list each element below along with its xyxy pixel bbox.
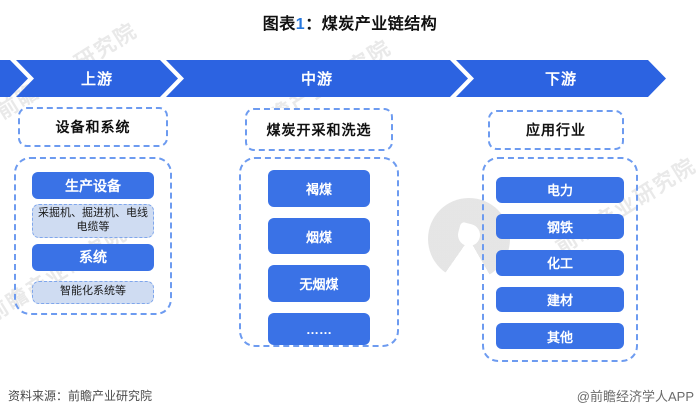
column-header-downstream: 应用行业 (488, 110, 624, 150)
item-production-equipment: 生产设备 (32, 172, 154, 199)
item-electric-power: 电力 (496, 177, 624, 203)
banner-segment-upstream: 上游 (16, 60, 178, 97)
title-rest: ：煤炭产业链结构 (305, 16, 438, 33)
item-lignite: 褐煤 (268, 170, 370, 207)
item-equipment-examples: 采掘机、掘进机、电线电缆等 (32, 204, 154, 238)
item-systems: 系统 (32, 243, 154, 271)
title-number: 1 (295, 16, 306, 33)
item-anthracite: 无烟煤 (268, 265, 370, 303)
credit-note: @前瞻经济学人APP (576, 389, 694, 404)
banner-label-upstream: 上游 (80, 71, 113, 88)
page-title: 图表1：煤炭产业链结构 (0, 10, 700, 34)
banner-segment-midstream: 中游 (166, 60, 468, 97)
item-other: 其他 (496, 323, 624, 349)
column-header-midstream: 煤炭开采和洗选 (245, 108, 393, 151)
item-building-materials: 建材 (496, 286, 624, 313)
banner-label-downstream: 下游 (544, 71, 577, 88)
source-note: 资料来源：前瞻产业研究院 (8, 389, 153, 403)
group-upstream-items: 生产设备 采掘机、掘进机、电线电缆等 系统 智能化系统等 (14, 157, 172, 315)
item-ellipsis: …… (268, 313, 370, 345)
title-prefix: 图表 (262, 16, 296, 33)
group-midstream-items: 褐煤 烟煤 无烟煤 …… (239, 157, 399, 347)
column-header-upstream: 设备和系统 (18, 107, 168, 147)
item-system-examples: 智能化系统等 (32, 280, 154, 304)
banner-segment-downstream: 下游 (456, 60, 666, 97)
banner-label-midstream: 中游 (300, 71, 333, 88)
item-chemical: 化工 (496, 250, 624, 276)
item-bituminous: 烟煤 (268, 217, 370, 255)
group-downstream-items: 电力 钢铁 化工 建材 其他 (482, 157, 638, 362)
chain-stage-banner: 上游 中游 下游 (0, 60, 700, 97)
item-steel: 钢铁 (496, 213, 624, 240)
